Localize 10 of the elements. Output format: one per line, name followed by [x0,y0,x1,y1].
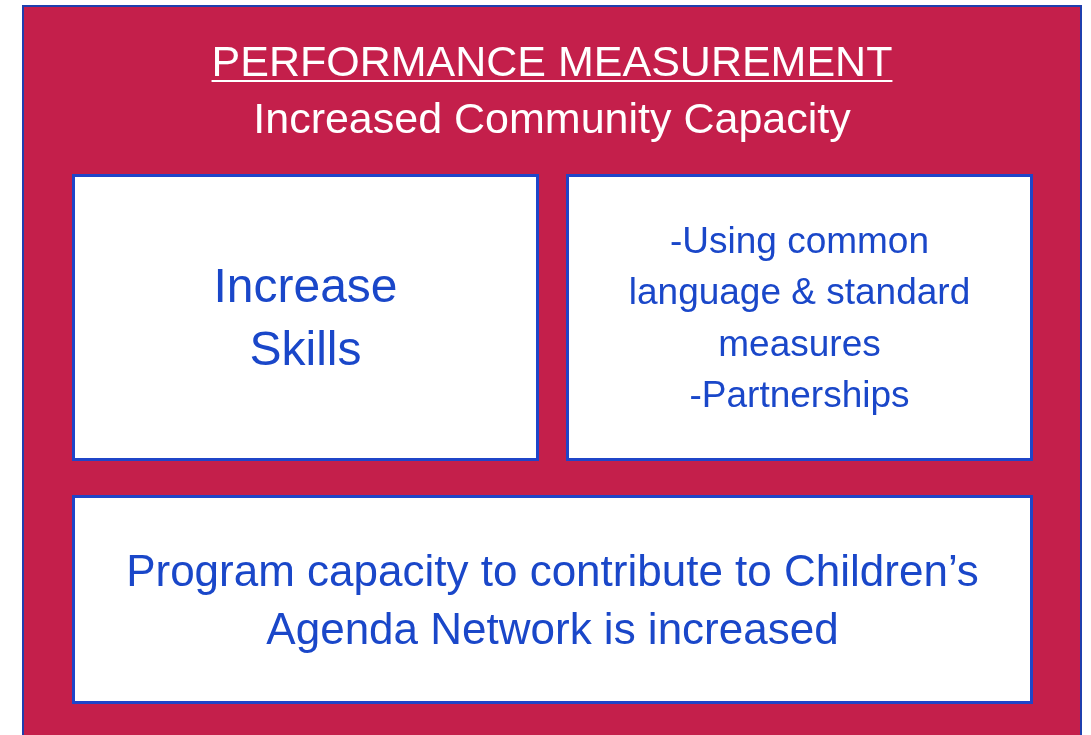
text-box [566,174,1033,461]
box-text: Increase Skills [212,258,399,377]
subheading: Increased Community Capacity [252,94,852,143]
text-box [72,495,1033,704]
text-box [72,174,539,461]
box-text: -Partnerships [689,372,910,417]
box-text: Program capacity to contribute to Children’s Agenda Network is increased [125,545,980,655]
outer-panel [22,5,1082,735]
box-text: -Using common language & standard measures [627,219,972,366]
heading: PERFORMANCE MEASUREMENT [210,37,894,86]
